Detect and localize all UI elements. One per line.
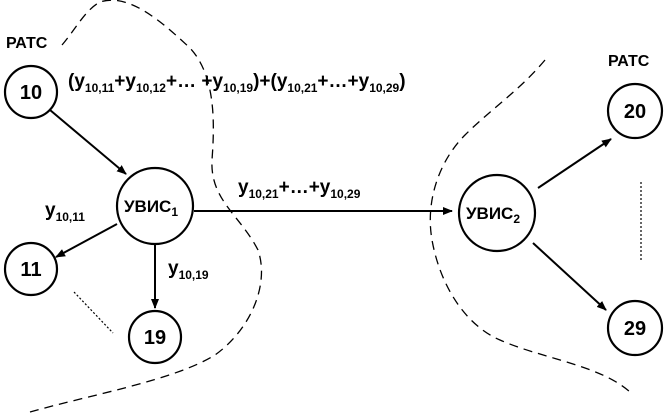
node-19-label: 19 [144,327,166,349]
hub1-label: УВИС1 [124,197,178,219]
edge-hub2-20 [537,138,612,189]
dotted-line-11-19 [73,291,114,334]
node-29-circle [606,299,664,357]
node-hub1-circle [115,166,195,246]
node-20-circle [606,82,664,140]
node-hub2-circle [457,173,537,253]
flow-mid-label: y10,21+…+y10,29 [238,177,361,201]
flow-top-label: (y10,11+y10,12+… +y10,19)+(y10,21+…+y10,… [68,71,406,95]
zone-1-boundary [29,0,263,413]
edge-10-hub1 [49,109,127,175]
ratc-right-label: РАТС [608,53,650,70]
node-11-label: 11 [20,259,41,281]
edge-hub2-29 [532,242,607,311]
node-20-label: 20 [624,101,646,123]
node-10-label: 10 [20,82,42,104]
node-10-circle [3,64,59,120]
edge-19-label: y10,19 [168,258,209,282]
node-11-circle [3,241,59,297]
node-29-label: 29 [624,318,646,340]
edge-11-label: y10,11 [45,200,85,224]
zone-2-boundary [429,59,631,393]
ratc-left-label: РАТС [6,35,48,52]
edge-hub1-11 [55,223,118,258]
hub2-label: УВИС2 [466,204,520,226]
node-19-circle [127,309,183,365]
